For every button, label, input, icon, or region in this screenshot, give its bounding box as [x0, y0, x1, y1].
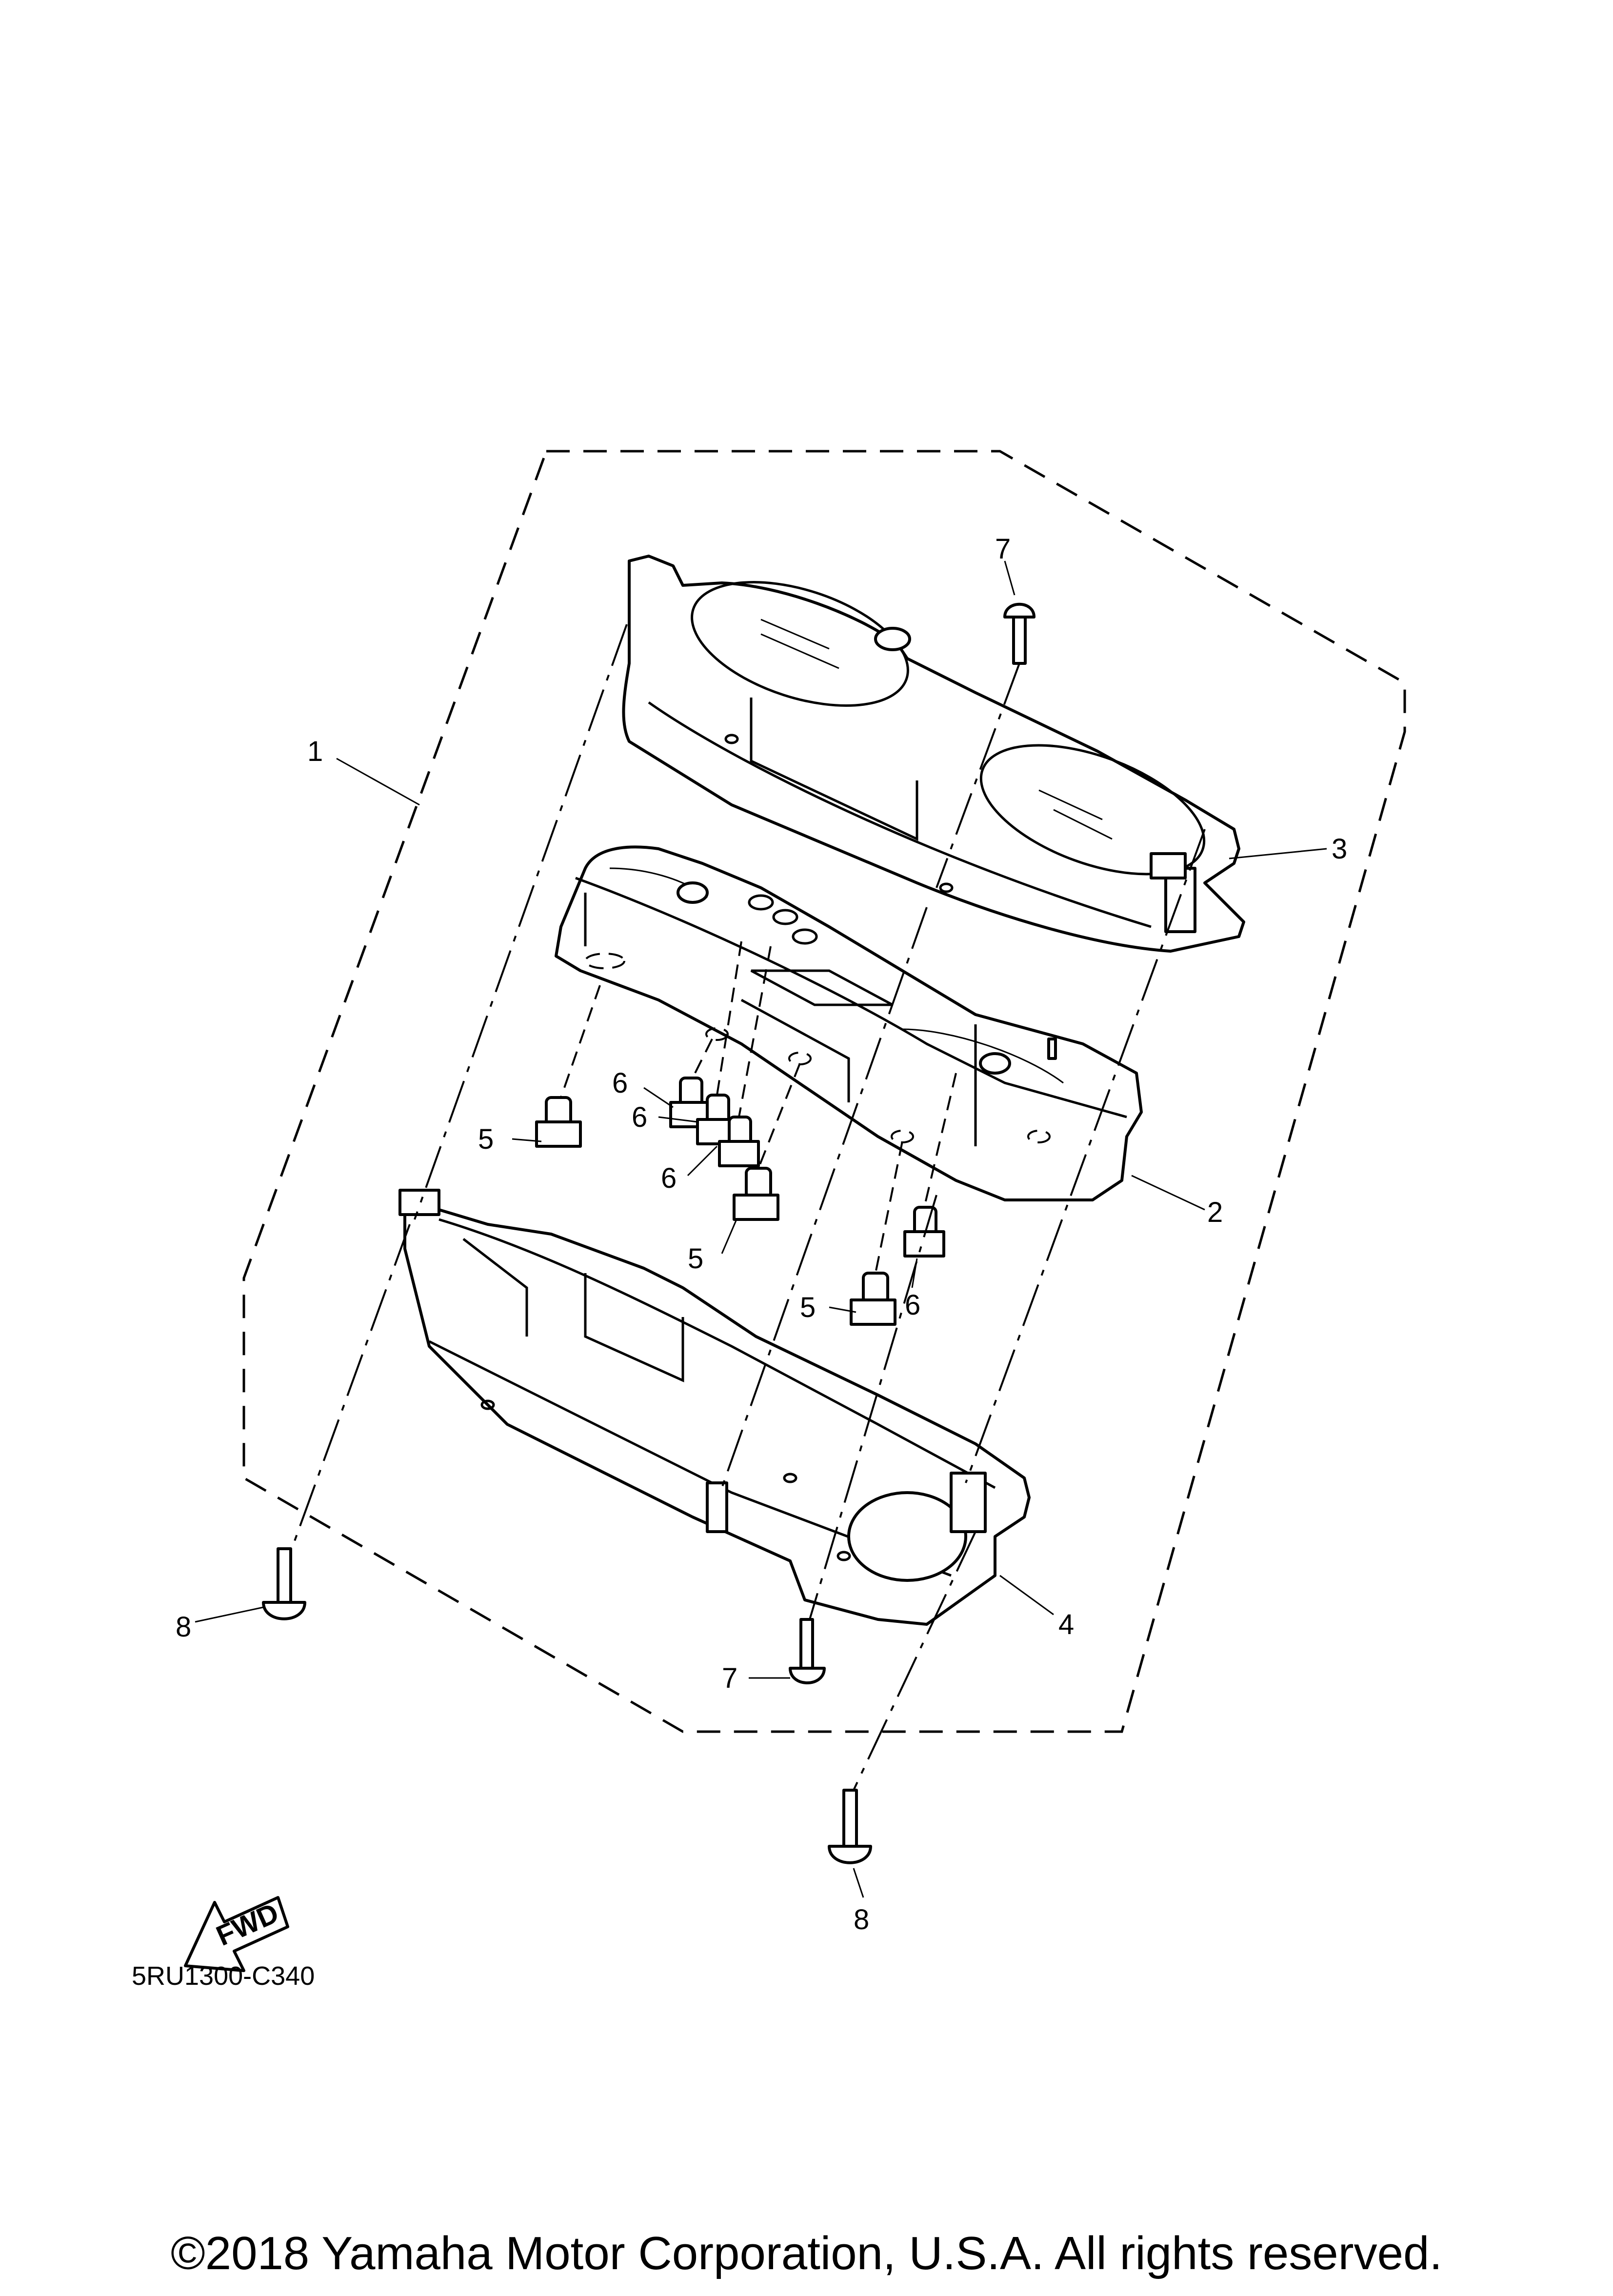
callout-8: 8	[176, 1611, 191, 1643]
callout-6: 6	[905, 1289, 920, 1321]
bulb-socket	[850, 1272, 896, 1326]
callout-7: 7	[722, 1662, 737, 1694]
bulb	[903, 1206, 945, 1258]
copyright-notice: ©2018 Yamaha Motor Corporation, U.S.A. A…	[170, 2227, 1443, 2279]
callout-4: 4	[1058, 1609, 1074, 1640]
callout-1: 1	[307, 736, 323, 767]
bulb-socket	[733, 1167, 779, 1221]
callout-7: 7	[995, 533, 1011, 565]
callout-2: 2	[1207, 1197, 1223, 1228]
meter-unit	[555, 845, 1143, 1201]
callout-6: 6	[661, 1162, 677, 1194]
callout-5: 5	[688, 1243, 703, 1275]
callout-6: 6	[632, 1101, 647, 1133]
callout-6: 6	[612, 1067, 628, 1099]
callout-3: 3	[1332, 833, 1347, 865]
callout-5: 5	[478, 1123, 494, 1155]
callout-5: 5	[800, 1292, 816, 1323]
assembly-boundary	[242, 450, 1406, 1733]
drawing-code: 5RU1300-C340	[132, 1961, 315, 1991]
bulb-socket	[535, 1096, 582, 1148]
screw	[828, 1789, 872, 1864]
lower-case	[398, 1189, 1031, 1626]
fwd-arrow-icon: FWD	[184, 1896, 289, 1972]
screw	[1003, 602, 1036, 665]
screw	[262, 1547, 306, 1620]
upper-cover	[622, 555, 1245, 953]
callout-8: 8	[854, 1904, 869, 1936]
screw	[789, 1618, 826, 1684]
bulb	[718, 1116, 760, 1167]
